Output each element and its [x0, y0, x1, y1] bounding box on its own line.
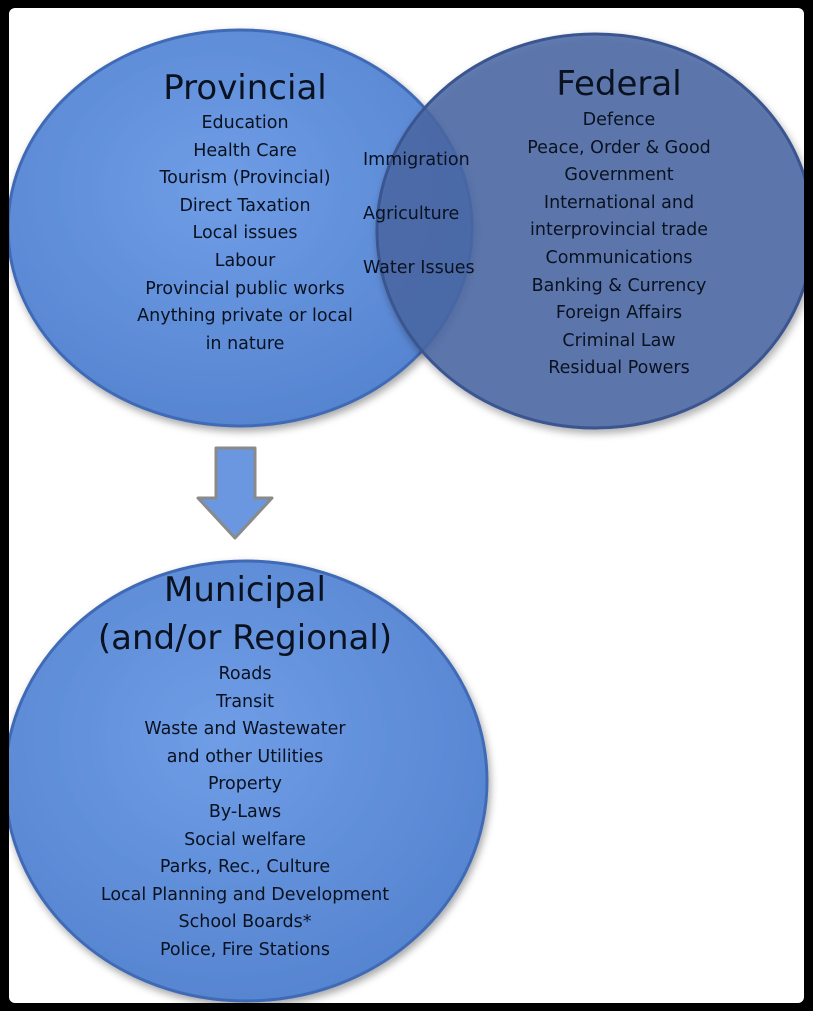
diagram-shapes: [9, 28, 804, 1003]
shared-item: Water Issues: [363, 258, 475, 278]
federal-item: Residual Powers: [548, 358, 690, 379]
provincial-item: Education: [201, 113, 289, 133]
provincial-title: Provincial: [163, 68, 327, 108]
down-arrow-icon: [196, 446, 274, 540]
shared-item: Immigration: [363, 150, 470, 170]
municipal-item: Police, Fire Stations: [159, 939, 330, 960]
municipal-circle: [9, 559, 489, 1003]
federal-item: Government: [564, 165, 674, 186]
federal-circle: [375, 32, 804, 430]
federal-item: Defence: [582, 110, 656, 130]
provincial-item: Provincial public works: [145, 278, 345, 299]
municipal-item: Local Planning and Development: [100, 884, 390, 905]
municipal-item: Roads: [218, 664, 272, 684]
municipal-item: and other Utilities: [166, 746, 324, 767]
provincial-item: Tourism (Provincial): [159, 168, 331, 189]
provincial-item: Local issues: [192, 223, 298, 244]
provincial-item: Anything private or local: [137, 306, 353, 327]
municipal-title: Municipal: [164, 570, 326, 610]
shared-item: Agriculture: [363, 204, 460, 224]
federal-title: Federal: [556, 64, 682, 104]
federal-item: Criminal Law: [562, 330, 676, 351]
federal-item: Foreign Affairs: [555, 303, 683, 324]
provincial-item: in nature: [205, 333, 285, 354]
federal-item: International and: [543, 192, 695, 213]
municipal-item: Waste and Wastewater: [144, 719, 346, 740]
municipal-item: Parks, Rec., Culture: [159, 857, 331, 878]
federal-item: interprovincial trade: [530, 220, 708, 241]
provincial-item: Direct Taxation: [179, 195, 311, 216]
federal-item: Peace, Order & Good: [527, 137, 711, 158]
provincial-item: Labour: [214, 250, 276, 271]
federal-item: Banking & Currency: [531, 275, 707, 296]
federal-item: Communications: [545, 247, 693, 268]
municipal-subtitle: (and/or Regional): [97, 618, 393, 658]
municipal-item: School Boards*: [178, 912, 312, 933]
municipal-item: By-Laws: [208, 801, 282, 822]
municipal-item: Property: [207, 774, 283, 795]
municipal-item: Social welfare: [184, 829, 306, 850]
municipal-item: Transit: [216, 691, 274, 712]
provincial-item: Health Care: [193, 140, 297, 161]
